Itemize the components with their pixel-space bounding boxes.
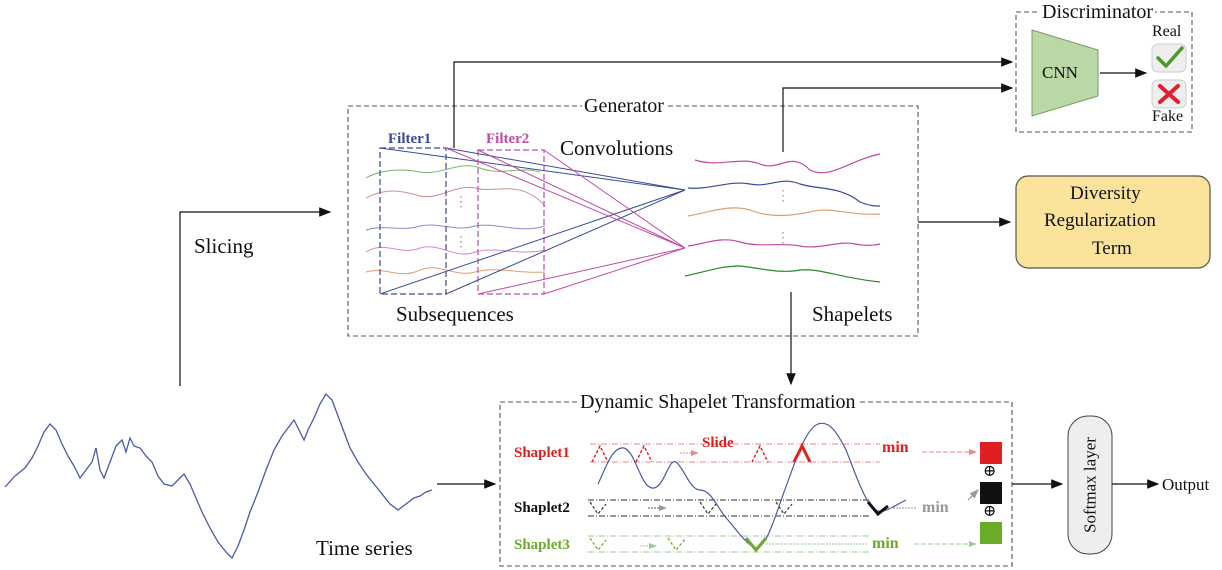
real-data-arrow (453, 57, 1014, 148)
fake-label: Fake (1152, 108, 1184, 125)
subsequence-curves (365, 165, 546, 275)
discriminator-title: Discriminator (1040, 1, 1156, 23)
diversity-line1: Diversity (1070, 183, 1141, 204)
subsequences-label: Subsequences (396, 302, 514, 326)
shapelet-dots-2: ⋮ (776, 231, 790, 246)
cnn-label: CNN (1042, 63, 1078, 82)
min-label-3: min (872, 535, 899, 552)
convolutions-label: Convolutions (560, 136, 674, 160)
time-series-curve (4, 392, 433, 560)
check-icon (1156, 46, 1184, 68)
subsequence-dots-2: ⋮ (454, 235, 468, 250)
diversity-box (1015, 175, 1211, 269)
shapelet-curves (684, 153, 881, 283)
filter1-label: Filter1 (388, 131, 432, 147)
filter2-box (477, 149, 545, 295)
dst-contents (588, 422, 979, 553)
filter2-label: Filter2 (486, 131, 530, 147)
cross-icon (1158, 84, 1180, 104)
shapelet2-min-square (980, 482, 1002, 504)
cnn-shape (1031, 29, 1099, 117)
diversity-line2: Regularization (1044, 210, 1156, 231)
slicing-arrow (179, 207, 332, 386)
oplus-2: ⊕ (983, 503, 997, 520)
shapelet1-label: Shaplet1 (514, 445, 570, 461)
generator-title: Generator (582, 95, 666, 117)
shapelet3-min-square (980, 522, 1002, 544)
convolution-lines (379, 147, 686, 295)
generated-shapelets-arrow (782, 83, 1014, 152)
shapelet3-label: Shaplet3 (514, 537, 570, 553)
softmax-box (1067, 415, 1113, 555)
shapelet2-label: Shaplet2 (514, 500, 570, 516)
oplus-1: ⊕ (983, 463, 997, 480)
time-series-label: Time series (316, 536, 413, 560)
slide-label: Slide (702, 435, 734, 451)
output-label: Output (1162, 475, 1210, 494)
min-label-1: min (882, 439, 909, 456)
real-label: Real (1152, 23, 1182, 40)
dst-box (499, 401, 1013, 567)
diversity-line3: Term (1092, 238, 1132, 259)
shapelet1-min-square (980, 442, 1002, 464)
shapelets-label: Shapelets (812, 302, 893, 326)
slicing-label: Slicing (194, 234, 254, 258)
min-label-2: min (922, 499, 949, 516)
filter1-box (379, 147, 447, 295)
shapelet-dots-1: ⋮ (776, 189, 790, 204)
subsequence-dots-1: ⋮ (454, 195, 468, 210)
softmax-label: Softmax layer (1080, 437, 1100, 533)
dst-title: Dynamic Shapelet Transformation (578, 391, 858, 413)
